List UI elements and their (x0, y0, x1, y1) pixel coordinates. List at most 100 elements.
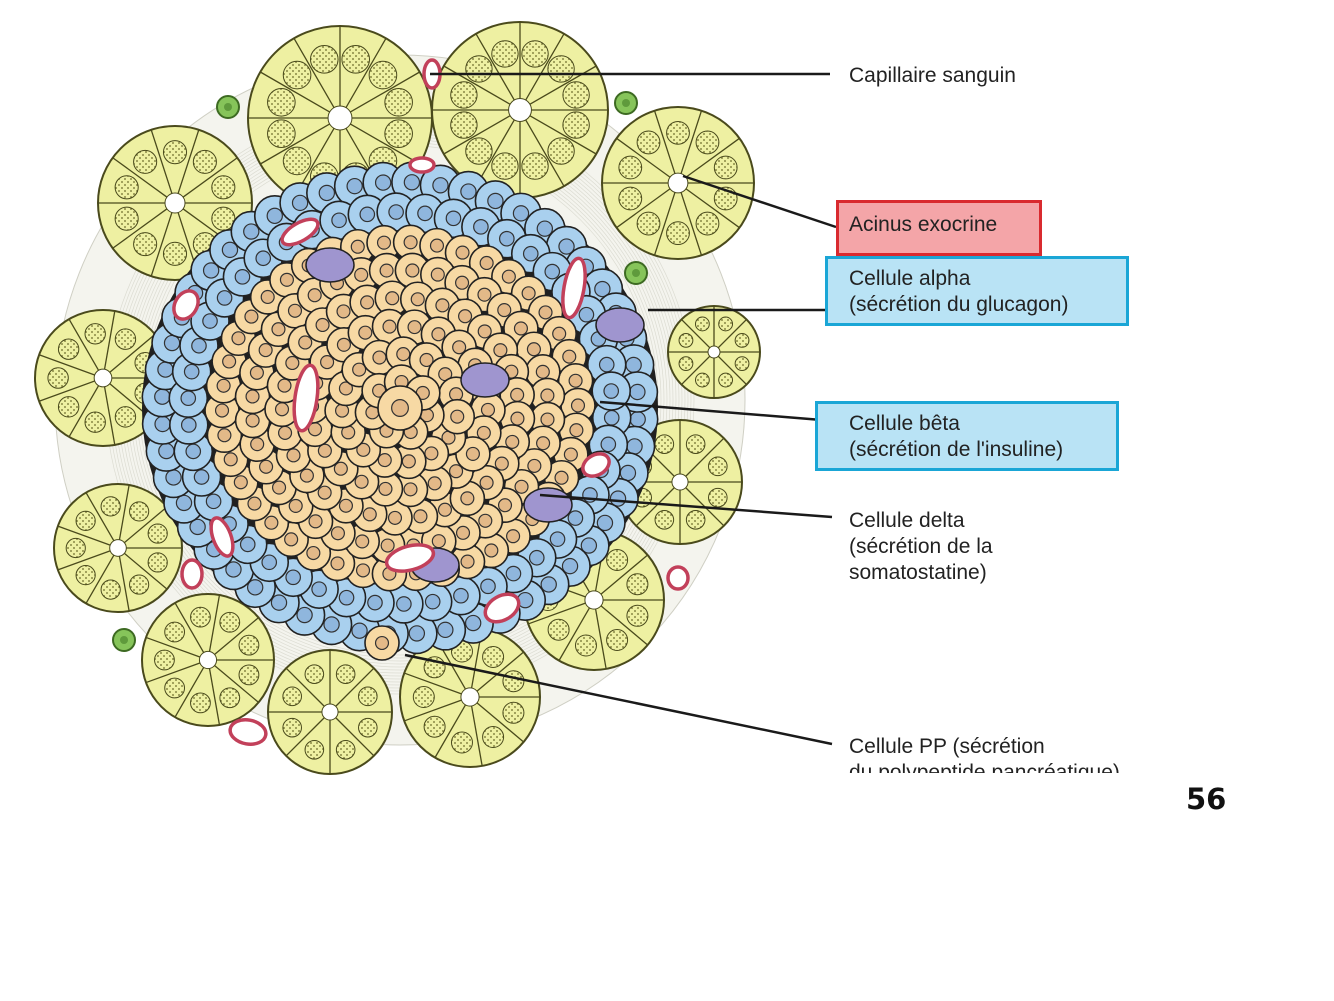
acinus-cell-wall (150, 211, 173, 277)
acinus-cell-nucleus (133, 232, 158, 257)
beta-cell-nucleus (355, 563, 371, 578)
acinus-cell-wall (470, 705, 483, 767)
capillary-wall (561, 256, 587, 320)
acinus-cell-nucleus (384, 119, 413, 149)
acinus-cell-nucleus (267, 87, 296, 117)
beta-cell-nucleus (465, 446, 480, 461)
acinus-cell-wall (68, 384, 100, 438)
alpha-cell-nucleus (561, 557, 579, 575)
acinus-cell-wall (616, 137, 672, 179)
alpha-cell-nucleus (578, 306, 595, 323)
green-cell-nucleus (120, 636, 128, 644)
acinus-cell-wall (112, 207, 168, 249)
beta-cell-nucleus (355, 534, 370, 549)
capillary-wall (172, 289, 200, 321)
acinus-cell-wall (123, 506, 168, 544)
alpha-cell-nucleus (505, 565, 522, 582)
acinus-cell-wall (684, 137, 740, 179)
beta-label-line2: (sécrétion de l'insuline) (849, 438, 1064, 461)
beta-cell-nucleus (455, 275, 470, 290)
delta-cell (305, 247, 355, 283)
alpha-cell-nucleus (388, 204, 404, 220)
capillary (228, 718, 268, 746)
acinus-lumen (164, 192, 186, 214)
acinus-lumen (198, 650, 218, 670)
acinus-cell-nucleus (75, 565, 96, 586)
alpha-cell-nucleus (432, 177, 449, 194)
acinus-label: Acinus exocrine (849, 212, 997, 238)
acinus-cell-nucleus (164, 621, 186, 643)
alpha-cell-nucleus (183, 363, 200, 380)
capillary (280, 217, 320, 247)
acinus-cell-wall (684, 187, 740, 229)
acinus-cell-nucleus (114, 175, 139, 200)
alpha-cell-nucleus (544, 263, 561, 280)
capillary-wall (292, 363, 320, 433)
acinus (667, 305, 761, 399)
acinus-cell-nucleus (162, 241, 188, 266)
beta-cell-nucleus (277, 378, 292, 393)
acinus-cell-nucleus (547, 55, 575, 83)
acinus-lumen (707, 345, 721, 359)
acinus-cell-nucleus (718, 372, 734, 388)
alpha-cell-nucleus (191, 337, 207, 354)
beta-cell-nucleus (378, 481, 393, 496)
acinus-cell-wall (85, 554, 115, 604)
acinus-cell-wall (600, 554, 649, 596)
alpha-cell-nucleus (165, 469, 182, 486)
acinus-cell-nucleus (547, 137, 575, 165)
beta-cell-nucleus (535, 364, 550, 379)
acinus-cell-wall (681, 319, 711, 349)
beta-cell-nucleus (497, 303, 512, 318)
alpha-label: Cellule alpha (sécrétion du glucagon) (849, 266, 1068, 318)
alpha-cell-nucleus (158, 442, 175, 460)
acinus-cell-nucleus (502, 701, 525, 724)
acinus-cell-nucleus (190, 606, 211, 628)
alpha-cell-nucleus (498, 230, 515, 247)
beta-cell-nucleus (264, 515, 279, 530)
beta-cell-nucleus (299, 468, 314, 483)
beta-cell-nucleus (554, 470, 569, 485)
acinus-cell-wall (717, 355, 747, 385)
beta-cell-nucleus (391, 399, 409, 417)
beta-cell-nucleus (284, 532, 299, 547)
beta-cell-nucleus (478, 513, 493, 528)
beta-cell-nucleus (477, 324, 492, 339)
alpha-cell-nucleus (270, 594, 288, 611)
alpha-cell-nucleus (594, 280, 611, 298)
acinus (601, 106, 755, 260)
alpha-cell-nucleus (540, 576, 557, 593)
acinus-cell-nucleus (694, 372, 710, 388)
beta-cell-nucleus (288, 498, 303, 513)
acinus-cell-wall (145, 636, 201, 658)
alpha-cell-nucleus (225, 561, 242, 578)
capillary-wall (483, 592, 521, 624)
acinus-cell-nucleus (606, 548, 629, 571)
acinus-cell-wall (594, 608, 607, 670)
acinus-cell-nucleus (713, 155, 738, 180)
beta-cell-nucleus (431, 534, 446, 549)
acinus-cell-nucleus (114, 406, 137, 428)
beta-cell-nucleus (427, 476, 442, 491)
capillary-wall (581, 452, 611, 478)
beta-cell-nucleus (403, 482, 418, 497)
acinus-cell-wall (403, 699, 463, 722)
alpha-cell-nucleus (522, 245, 539, 262)
alpha-cell-nucleus (318, 184, 336, 202)
beta-cell-nucleus (484, 543, 499, 558)
capillary (209, 516, 235, 558)
acinus-cell-wall (717, 319, 747, 349)
acinus-cell-nucleus (238, 664, 260, 686)
acinus-cell-wall (334, 716, 375, 757)
capillaire-label: Capillaire sanguin (849, 63, 1016, 89)
acinus-cell-nucleus (450, 81, 478, 109)
acinus-cell-wall (653, 191, 676, 256)
capillary (172, 289, 200, 321)
beta-cell-nucleus (452, 340, 467, 355)
beta-cell-nucleus (258, 343, 273, 358)
acinus-cell-nucleus (502, 670, 525, 693)
acinus-cell-nucleus (384, 87, 413, 117)
acinus-cell-wall (118, 484, 130, 541)
acinus-cell-nucleus (465, 55, 493, 83)
acinus-cell-wall (475, 33, 516, 102)
